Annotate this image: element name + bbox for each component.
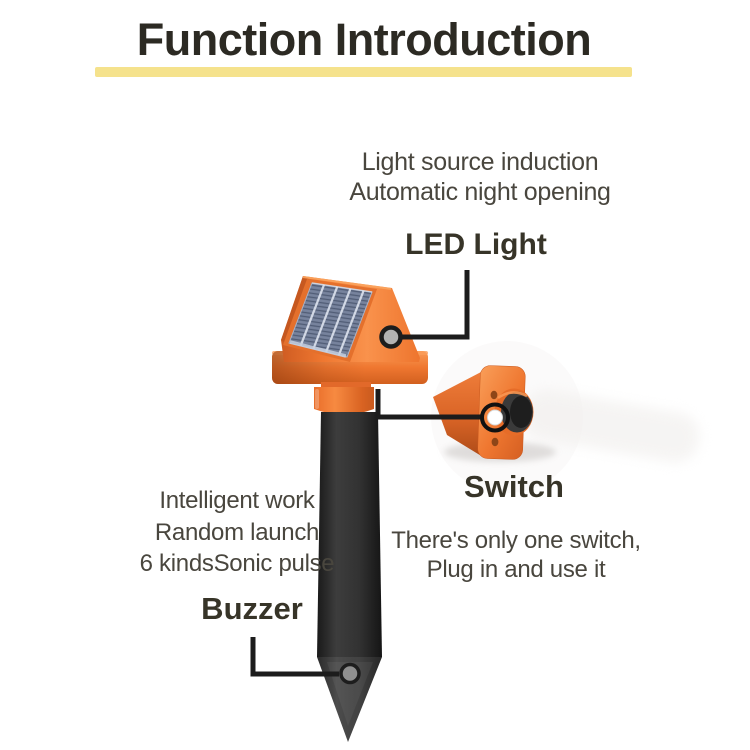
switch-button-ring: [480, 402, 510, 433]
led-callout-line: [391, 270, 470, 340]
buzzer-info-line-2: Random launch: [154, 518, 320, 546]
orange-collar: [314, 387, 374, 415]
buzzer-info-line-3: 6 kindsSonic pulse: [139, 550, 335, 577]
switch-info-text: There's only one switch, Plug in and use…: [391, 527, 641, 584]
led-label: LED Light: [405, 228, 547, 261]
buzzer-callout-line: [250, 637, 339, 677]
led-info-text: Light source induction Automatic night o…: [349, 147, 611, 207]
buzzer-info-line-1: Intelligent work: [159, 487, 315, 514]
page-title: Function Introduction: [136, 14, 592, 65]
switch-button: [487, 409, 503, 426]
solar-panel: [283, 279, 377, 362]
switch-label: Switch: [464, 469, 564, 504]
stake-tip-highlight: [317, 657, 382, 742]
inset-head-wedge: [433, 371, 483, 457]
switch-info-line-1: There's only one switch,: [391, 527, 641, 554]
screw-hole-bottom: [491, 437, 499, 447]
head-ridge-highlight: [302, 276, 392, 290]
ground-stake: [317, 412, 382, 742]
switch-info-line-2: Plug in and use it: [426, 555, 606, 583]
pest-repeller-device: [272, 276, 428, 742]
callouts: [250, 270, 510, 685]
buzzer-info-text: Intelligent work Random launch 6 kindsSo…: [140, 485, 335, 580]
title-underline: [95, 67, 632, 77]
led-info-line-2: Automatic night opening: [349, 178, 611, 206]
led-callout-dot: [379, 325, 403, 349]
screw-hole-top: [490, 390, 498, 400]
solar-panel-dividers: [299, 284, 365, 356]
led-info-line-1: Light source induction: [361, 148, 599, 176]
buzzer-callout-dot: [339, 662, 361, 685]
switch-callout-line: [375, 389, 481, 420]
buzzer-label: Buzzer: [201, 591, 303, 626]
